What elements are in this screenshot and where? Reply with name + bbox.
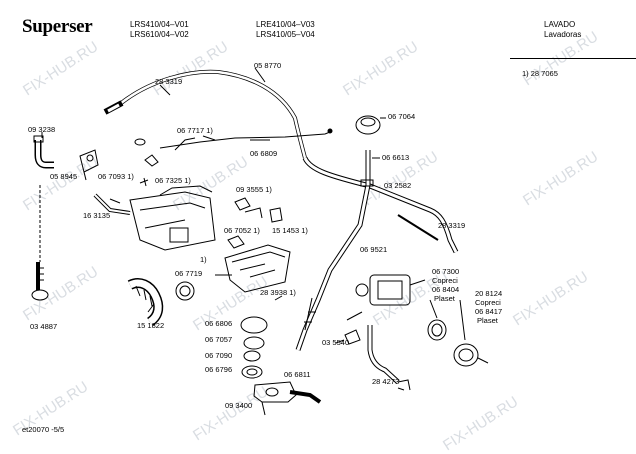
part-label: 09 3555 1) <box>236 185 272 194</box>
part-label: 06 8404 <box>432 285 460 294</box>
part-label: 03 4887 <box>30 322 58 331</box>
model-line: LRE410/04–V03 <box>256 20 315 29</box>
part-label: 28 3319 <box>155 77 183 86</box>
part-label: 09 3400 <box>225 401 253 410</box>
part-label: 16 3135 <box>83 211 111 220</box>
part-label: 20 8124 <box>475 289 503 298</box>
part-label: 06 7717 1) <box>177 126 213 135</box>
part-label: 06 7719 <box>175 269 203 278</box>
subcategory-label: Lavadoras <box>544 30 582 39</box>
part-label: Plaset <box>434 294 455 303</box>
part-label: 06 6806 <box>205 319 233 328</box>
part-label: 06 7325 1) <box>155 176 191 185</box>
part-label: Copreci <box>432 276 458 285</box>
part-label: 06 6796 <box>205 365 233 374</box>
part-label: 28 4273 <box>372 377 400 386</box>
model-line: LRS410/04–V01 <box>130 20 189 29</box>
part-label: 15 1822 <box>137 321 165 330</box>
brand-logo: Superser <box>22 16 93 37</box>
diagram-reference: et20070 -5/5 <box>22 425 65 434</box>
part-label: 06 6613 <box>382 153 410 162</box>
part-label: 15 1453 1) <box>272 226 308 235</box>
part-label: 06 7057 <box>205 335 233 344</box>
part-label: 06 7300 <box>432 267 460 276</box>
part-label: 06 7052 1) <box>224 226 260 235</box>
part-label: Copreci <box>475 298 501 307</box>
part-label: 09 3238 <box>28 125 56 134</box>
part-label: 28 3938 1) <box>260 288 296 297</box>
part-label: 03 5540 <box>322 338 350 347</box>
part-label: 06 7090 <box>205 351 233 360</box>
part-label: 05 8945 <box>50 172 78 181</box>
part-label: 06 6809 <box>250 149 278 158</box>
model-line: LRS410/05–V04 <box>256 30 315 39</box>
part-label: 06 6811 <box>284 370 311 379</box>
footnote: 1) 28 7065 <box>522 69 558 78</box>
part-label: 06 7093 1) <box>98 172 134 181</box>
part-label: 28 3319 <box>438 221 466 230</box>
part-label: 06 9521 <box>360 245 388 254</box>
part-label: 03 2582 <box>384 181 412 190</box>
part-label: 1) <box>200 255 207 264</box>
part-label: 06 8417 <box>475 307 503 316</box>
category-label: LAVADO <box>544 20 576 29</box>
part-label: Plaset <box>477 316 498 325</box>
model-line: LRS610/04–V02 <box>130 30 189 39</box>
note-divider <box>510 58 636 59</box>
part-label: 06 7064 <box>388 112 416 121</box>
part-label: 05 8770 <box>254 61 282 70</box>
